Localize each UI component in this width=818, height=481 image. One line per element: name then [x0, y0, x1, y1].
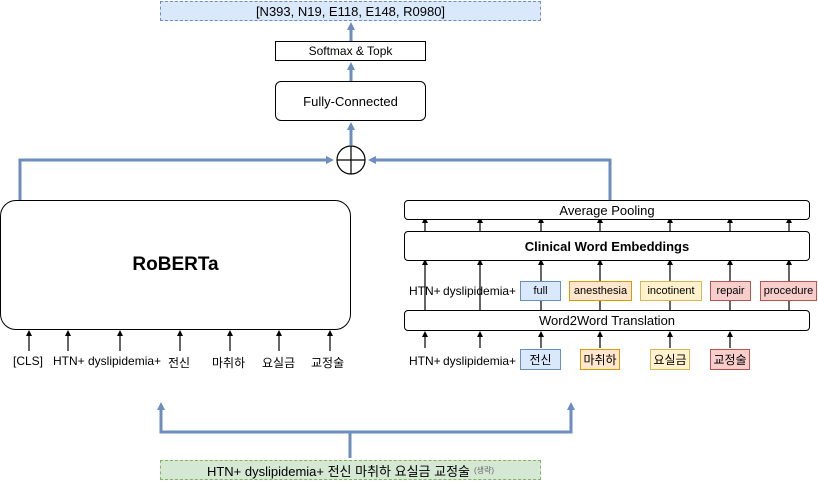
roberta-input-jeonsin: 전신 — [168, 356, 191, 370]
roberta-box: RoBERTa — [0, 200, 351, 330]
translated-token-repair: repair — [710, 281, 751, 301]
source-token-gyojeongsul: 교정술 — [710, 349, 750, 370]
translated-token-anesthesia: anesthesia — [569, 281, 632, 301]
average-pooling-box: Average Pooling — [404, 200, 810, 220]
translated-token-procedure: procedure — [760, 281, 817, 301]
sum-node — [336, 145, 366, 175]
translated-token-htn: HTN+ — [409, 284, 441, 298]
roberta-input-gyojeongsul: 교정술 — [311, 356, 345, 370]
translated-token-incotinent: incotinent — [640, 281, 702, 301]
clinical-word-embeddings-box: Clinical Word Embeddings — [404, 231, 810, 261]
arrow-input-split — [159, 405, 573, 434]
input-note: (생략) — [474, 465, 495, 475]
arrow-roberta-to-sum — [18, 156, 334, 200]
fully-connected-box: Fully-Connected — [275, 81, 426, 121]
source-token-dyslipidemia: dyslipidemia+ — [443, 354, 517, 368]
roberta-input-htn-dyslipidemia: HTN+ dyslipidemia+ — [53, 354, 162, 368]
softmax-topk-box: Softmax & Topk — [275, 41, 426, 61]
source-token-htn: HTN+ — [409, 354, 441, 368]
translated-token-dyslipidemia: dyslipidemia+ — [443, 284, 517, 298]
input-text-box: HTN+ dyslipidemia+ 전신 마취하 요실금 교정술 (생략) — [160, 460, 541, 480]
source-token-yosilgeum: 요실금 — [650, 349, 690, 370]
roberta-input-cls: [CLS] — [13, 354, 44, 368]
source-token-machwiha: 마취하 — [580, 349, 620, 370]
output-codes: [N393, N19, E118, E148, R0980] — [160, 1, 541, 21]
roberta-input-yosilgeum: 요실금 — [262, 356, 296, 370]
translated-token-full: full — [520, 281, 561, 301]
arrow-pooling-to-sum — [368, 156, 612, 200]
word2word-translation-box: Word2Word Translation — [404, 310, 810, 331]
input-text: HTN+ dyslipidemia+ 전신 마취하 요실금 교정술 — [206, 463, 470, 479]
source-token-jeonsin: 전신 — [520, 349, 561, 370]
roberta-input-machwiha: 마취하 — [212, 356, 246, 370]
